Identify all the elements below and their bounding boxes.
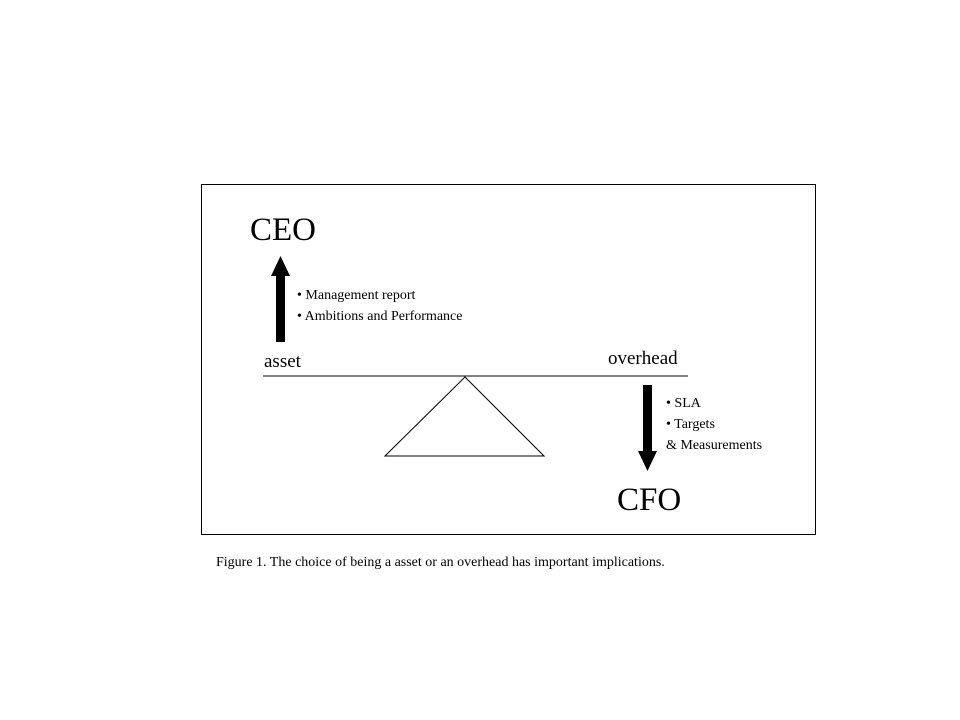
figure-caption: Figure 1. The choice of being a asset or… bbox=[216, 555, 665, 570]
list-item: • Targets bbox=[666, 417, 715, 432]
ceo-reporting-list: • Management report • Ambitions and Perf… bbox=[297, 285, 462, 327]
down-arrow-icon bbox=[638, 385, 657, 471]
fulcrum-triangle bbox=[383, 376, 546, 457]
list-item: • Ambitions and Performance bbox=[297, 309, 463, 324]
list-item: & Measurements bbox=[666, 438, 763, 453]
diagram-frame bbox=[201, 184, 816, 535]
list-item: • Management report bbox=[297, 288, 416, 303]
ceo-label: CEO bbox=[250, 212, 316, 248]
overhead-label: overhead bbox=[608, 348, 678, 369]
list-item: • SLA bbox=[666, 396, 701, 411]
up-arrow-icon bbox=[271, 256, 290, 342]
cfo-reporting-list: • SLA • Targets & Measurements bbox=[666, 393, 762, 456]
asset-label: asset bbox=[264, 351, 301, 372]
cfo-label: CFO bbox=[617, 482, 682, 518]
